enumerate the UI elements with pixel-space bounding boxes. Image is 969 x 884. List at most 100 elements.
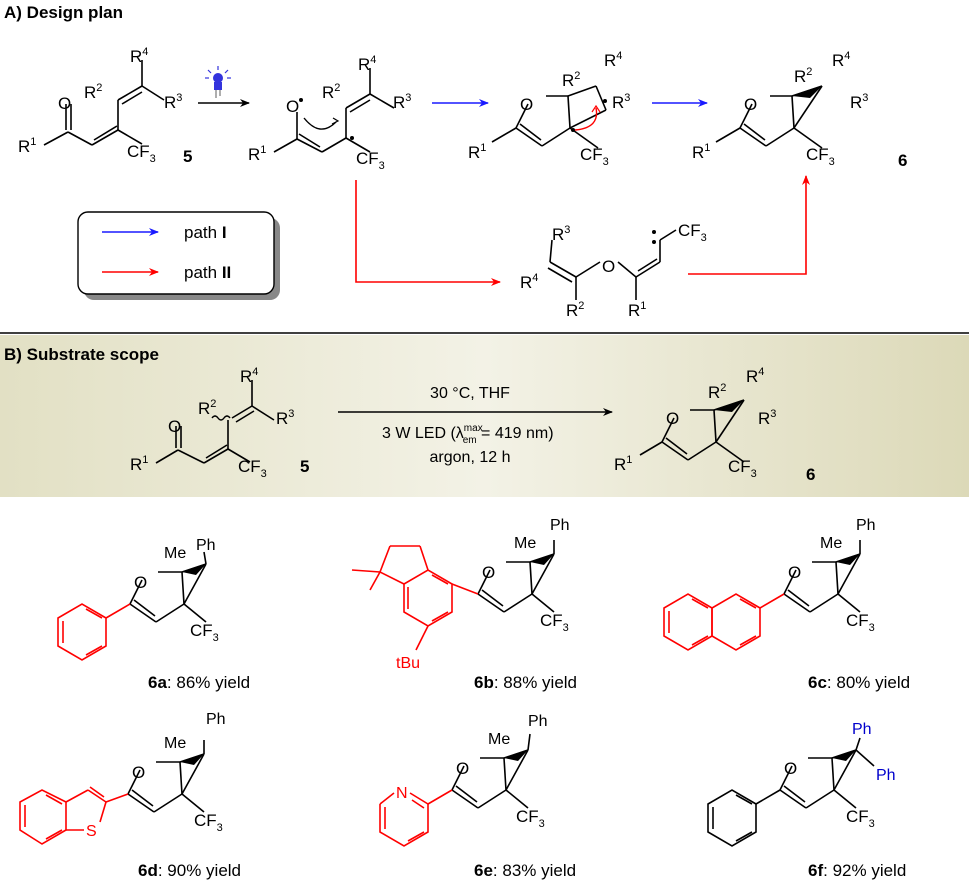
- ether-r3: R3: [552, 224, 570, 244]
- ether-carbene-intermediate: [547, 229, 677, 300]
- compound-5-r1: R1: [18, 136, 36, 156]
- svg-text:6e: 83% yield: 6e: 83% yield: [474, 861, 576, 880]
- electron-arrow: [303, 117, 337, 130]
- compound-5-o: O: [58, 94, 71, 113]
- legend-path1: path I: [184, 223, 227, 242]
- svg-text:6b: 88% yield: 6b: 88% yield: [474, 673, 577, 692]
- section-b-background: [0, 335, 969, 497]
- svg-text:Ph: Ph: [528, 713, 548, 730]
- compound-5-cf3: CF3: [127, 142, 156, 165]
- product-6b: tBu O Me Ph CF3 6b: 88% yield: [351, 517, 577, 692]
- prod6-r2: R2: [794, 66, 812, 86]
- arrow-path2-b: [688, 175, 810, 275]
- svg-text:O: O: [784, 759, 797, 778]
- prod6-r4: R4: [832, 50, 850, 70]
- product-6b-structure: [639, 399, 745, 463]
- svg-text:O: O: [788, 563, 801, 582]
- p6b-r3: R3: [758, 408, 776, 428]
- int1-o: O: [286, 97, 299, 116]
- product-6f: O Ph Ph CF3 6f: 92% yield: [707, 721, 906, 880]
- section-b-title: B) Substrate scope: [4, 345, 159, 364]
- wavy-bond: [211, 415, 231, 421]
- condition-atmosphere-time: argon, 12 h: [430, 449, 511, 466]
- ether-cf3: CF3: [678, 221, 707, 244]
- svg-text:Ph: Ph: [206, 711, 226, 728]
- ether-r4: R4: [520, 272, 538, 292]
- c5b-r4: R4: [240, 366, 258, 386]
- compound-5-r3: R3: [164, 92, 182, 112]
- int1-r4: R4: [358, 54, 376, 74]
- svg-text:CF3: CF3: [540, 611, 569, 634]
- svg-text:Ph: Ph: [876, 767, 896, 784]
- prod6-r3: R3: [850, 92, 868, 112]
- p6b-r2: R2: [708, 382, 726, 402]
- compound-5-r4: R4: [130, 46, 148, 66]
- svg-text:CF3: CF3: [846, 807, 875, 830]
- svg-text:Ph: Ph: [550, 517, 570, 534]
- ether-r1: R1: [628, 300, 646, 320]
- p6b-r4: R4: [746, 366, 764, 386]
- svg-text:6a: 86% yield: 6a: 86% yield: [148, 673, 250, 692]
- p6b-r1: R1: [614, 454, 632, 474]
- int2-o: O: [520, 95, 533, 114]
- svg-text:O: O: [482, 563, 495, 582]
- svg-text:CF3: CF3: [194, 811, 223, 834]
- svg-text:tBu: tBu: [396, 655, 420, 672]
- product-6c: O Me Ph CF3 6c: 80% yield: [663, 517, 910, 692]
- int2-cf3: CF3: [580, 145, 609, 168]
- svg-text:6d: 90% yield: 6d: 90% yield: [138, 861, 241, 880]
- int1-r1: R1: [248, 144, 266, 164]
- compound-5-structure: [43, 60, 165, 146]
- svg-text:CF3: CF3: [190, 621, 219, 644]
- compound-5-r2: R2: [84, 82, 102, 102]
- int1-r3: R3: [393, 92, 411, 112]
- svg-text:Me: Me: [514, 535, 536, 552]
- compound-5b-structure: [155, 380, 275, 464]
- svg-text:O: O: [134, 573, 147, 592]
- svg-text:Ph: Ph: [856, 517, 876, 534]
- svg-text:O: O: [132, 763, 145, 782]
- cyclized-intermediate: [491, 85, 607, 149]
- svg-text:Ph: Ph: [852, 721, 872, 738]
- diradical-intermediate: [273, 68, 395, 153]
- led-light-icon: [205, 66, 231, 98]
- ether-r2: R2: [566, 300, 584, 320]
- svg-text:Me: Me: [164, 735, 186, 752]
- compound-5-label: 5: [183, 147, 192, 166]
- c5b-cf3: CF3: [238, 457, 267, 480]
- legend-box: [77, 211, 275, 295]
- c5b-r2: R2: [198, 398, 216, 418]
- arrow-path2-a: [355, 180, 501, 286]
- p6b-o: O: [666, 409, 679, 428]
- svg-text:N: N: [396, 785, 408, 802]
- svg-text:6c: 80% yield: 6c: 80% yield: [808, 673, 910, 692]
- svg-text:S: S: [86, 823, 97, 840]
- compound-5b-label: 5: [300, 457, 309, 476]
- int2-r4: R4: [604, 50, 622, 70]
- section-a-title: A) Design plan: [4, 3, 123, 22]
- legend-path2: path II: [184, 263, 231, 282]
- svg-text:6f: 92% yield: 6f: 92% yield: [808, 861, 906, 880]
- radical-arrow: [574, 107, 598, 131]
- product-6e: N O Me Ph CF3 6e: 83% yield: [379, 713, 576, 880]
- int1-cf3: CF3: [356, 149, 385, 172]
- compound-6-label: 6: [898, 151, 907, 170]
- ether-o: O: [602, 257, 615, 276]
- svg-text:CF3: CF3: [846, 611, 875, 634]
- c5b-r1: R1: [130, 454, 148, 474]
- int2-r2: R2: [562, 70, 580, 90]
- int2-r1: R1: [468, 142, 486, 162]
- p6b-cf3: CF3: [728, 457, 757, 480]
- int1-r2: R2: [322, 82, 340, 102]
- compound-6b-label: 6: [806, 465, 815, 484]
- svg-text:CF3: CF3: [516, 807, 545, 830]
- svg-text:O: O: [456, 759, 469, 778]
- condition-temp-solvent: 30 °C, THF: [430, 385, 510, 402]
- svg-text:Me: Me: [164, 545, 186, 562]
- product-6a: O Me Ph CF3 6a: 86% yield: [57, 537, 250, 692]
- svg-text:Me: Me: [488, 731, 510, 748]
- c5b-r3: R3: [276, 408, 294, 428]
- prod6-cf3: CF3: [806, 145, 835, 168]
